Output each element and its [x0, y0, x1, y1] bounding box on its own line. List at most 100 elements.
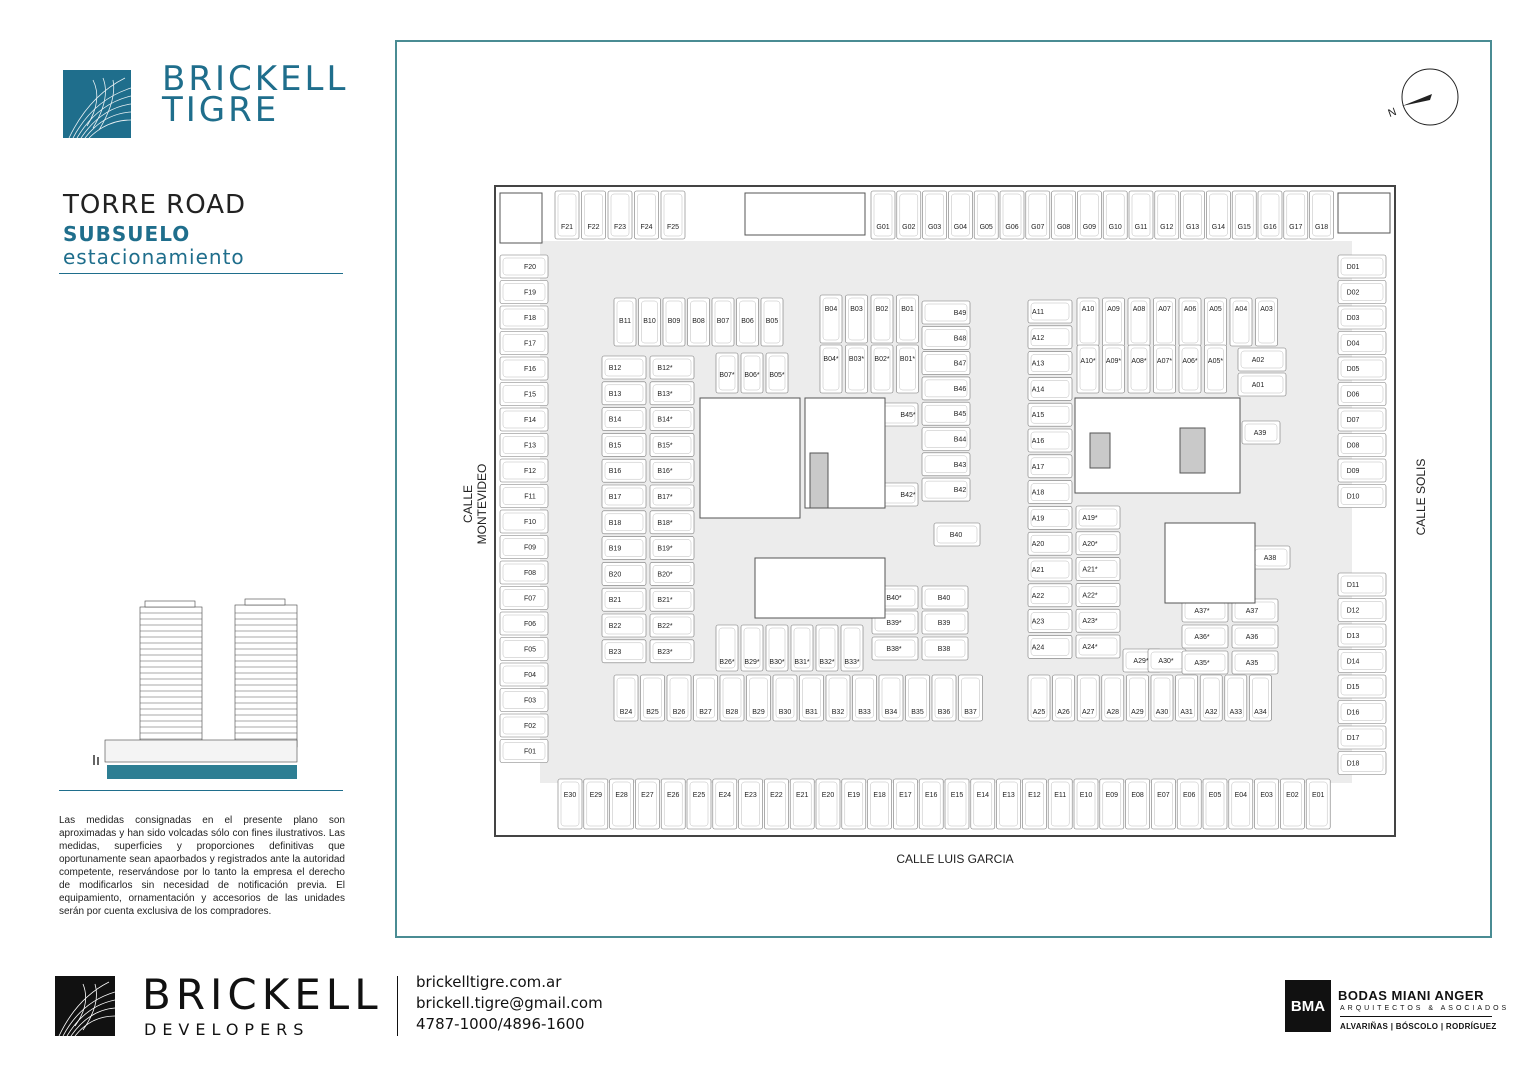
car-outline: [1227, 677, 1245, 719]
car-outline: [924, 588, 966, 607]
slot-label: A29*: [1133, 658, 1148, 665]
parking-slot: [1027, 351, 1073, 375]
car-outline: [873, 193, 893, 237]
slot-label: G12: [1160, 224, 1173, 231]
slot-label: B32*: [819, 659, 834, 666]
slot-label: B35: [911, 709, 924, 716]
slot-label: E01: [1312, 792, 1325, 799]
contact-email[interactable]: brickell.tigre@gmail.com: [416, 994, 603, 1012]
slot-label: B33*: [844, 659, 859, 666]
slot-label: A18: [1032, 490, 1045, 497]
slot-label: E04: [1235, 792, 1248, 799]
car-outline: [502, 691, 546, 709]
parking-slot: [649, 433, 695, 457]
car-outline: [1312, 193, 1331, 237]
slot-label: A10: [1082, 306, 1095, 313]
slot-label: B17*: [657, 494, 672, 501]
parking-slot: [712, 778, 738, 830]
slot-label: B29: [752, 709, 765, 716]
parking-slot: [649, 639, 695, 664]
car-outline: [502, 436, 546, 454]
car-outline: [767, 781, 786, 827]
slot-label: B47: [954, 361, 967, 368]
contact-web[interactable]: brickelltigre.com.ar: [416, 973, 562, 991]
parking-slot: [933, 522, 981, 547]
slot-label: B18: [609, 520, 622, 527]
slot-label: F25: [667, 224, 679, 231]
slot-label: B23*: [657, 649, 672, 656]
car-outline: [1030, 380, 1070, 398]
parking-slot: [1231, 624, 1279, 649]
parking-slot: [1257, 190, 1283, 240]
car-outline: [1202, 677, 1220, 719]
slot-label: A16: [1032, 438, 1045, 445]
parking-slot: [921, 326, 971, 350]
slot-label: B13*: [657, 391, 672, 398]
car-outline: [1030, 677, 1048, 719]
car-outline: [924, 430, 968, 448]
north-arrow-icon: [1402, 94, 1432, 106]
slot-label: B05: [766, 318, 779, 325]
parking-slot: [765, 352, 789, 394]
slot-label: B06*: [744, 372, 759, 379]
car-outline: [1104, 677, 1122, 719]
car-outline: [715, 781, 735, 827]
car-outline: [973, 781, 993, 827]
slot-label: E12: [1028, 792, 1041, 799]
parking-slot: [896, 344, 919, 394]
slot-label: A20*: [1082, 541, 1097, 548]
car-outline: [925, 193, 944, 237]
slot-label: B38: [938, 646, 951, 653]
parking-slot: [921, 351, 971, 375]
car-outline: [502, 640, 546, 658]
slot-label: D12: [1347, 608, 1360, 615]
slot-label: D17: [1347, 735, 1360, 742]
car-outline: [924, 354, 968, 372]
car-outline: [604, 384, 644, 403]
parking-slot: [819, 344, 843, 394]
slot-label: B40: [938, 595, 951, 602]
elevator-east-2: [1089, 432, 1111, 469]
car-outline: [1231, 781, 1251, 827]
slot-label: B19*: [657, 546, 672, 553]
car-outline: [822, 347, 840, 391]
parking-slot: [1027, 299, 1073, 324]
car-outline: [722, 677, 742, 719]
slot-label: G01: [876, 224, 889, 231]
slot-label: G17: [1289, 224, 1302, 231]
parking-slot: [499, 280, 549, 304]
north-letter: N: [1387, 106, 1399, 120]
slot-label: A14: [1032, 386, 1045, 393]
slot-label: E25: [693, 792, 706, 799]
slot-label: B24: [620, 709, 633, 716]
slot-label: A32: [1205, 709, 1218, 716]
parking-slot: [1180, 190, 1205, 240]
car-outline: [652, 513, 692, 532]
slot-label: F06: [524, 621, 536, 628]
parking-slot: [870, 344, 894, 394]
parking-slot: [921, 452, 971, 477]
parking-slot: [1231, 650, 1279, 675]
bma-logo: BMA: [1285, 980, 1331, 1032]
parking-slot: [746, 674, 771, 722]
car-outline: [1340, 728, 1384, 747]
parking-slot: [601, 484, 647, 509]
parking-slot: [601, 458, 647, 483]
parking-slot: [1337, 751, 1387, 775]
car-outline: [1079, 300, 1097, 344]
slot-label: A09*: [1106, 358, 1121, 365]
car-outline: [643, 677, 662, 719]
ramp: [744, 192, 866, 236]
car-outline: [718, 627, 736, 669]
brand-title: BRICKELL TIGRE: [162, 62, 348, 127]
car-outline: [743, 355, 761, 391]
parking-slot: [499, 433, 549, 457]
parking-slot: [1102, 190, 1128, 240]
car-outline: [1078, 611, 1118, 630]
slot-label: E19: [848, 792, 861, 799]
slot-label: A38: [1264, 555, 1277, 562]
parking-slot: [649, 355, 695, 380]
slot-label: E21: [796, 792, 809, 799]
slot-label: B49: [954, 310, 967, 317]
